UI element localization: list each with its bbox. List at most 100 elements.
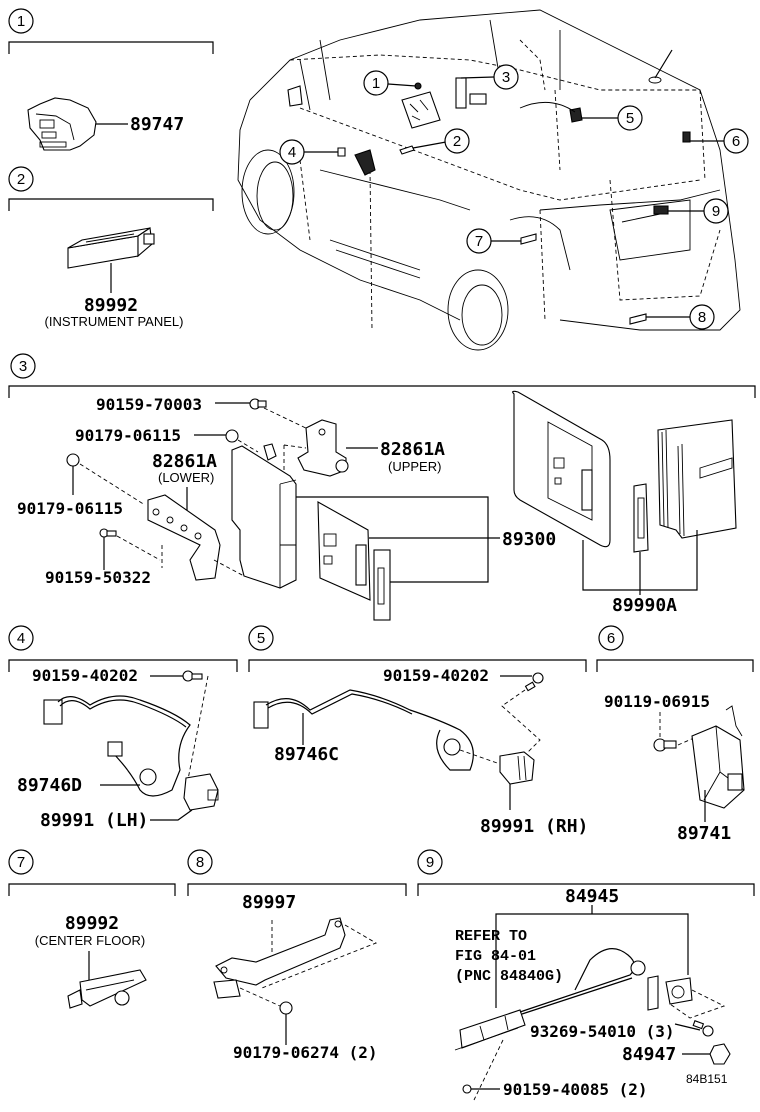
part-number-89992[interactable]: 89992: [84, 295, 138, 316]
section-4-marker: 4: [8, 625, 34, 651]
svg-text:2: 2: [453, 133, 461, 150]
part-number-90159-70003[interactable]: 90159-70003: [96, 395, 202, 414]
part-number-90179-06274[interactable]: 90179-06274 (2): [233, 1043, 378, 1062]
part-number-82861A-upper[interactable]: 82861A: [380, 439, 445, 460]
svg-text:8: 8: [698, 309, 706, 326]
svg-text:1: 1: [372, 75, 380, 92]
location-note: (CENTER FLOOR): [35, 933, 146, 948]
section-bracket: [8, 198, 214, 211]
bracket-lower-note: (LOWER): [158, 470, 214, 485]
svg-text:7: 7: [475, 233, 483, 250]
section-bracket: [8, 41, 214, 54]
part-number-89746C[interactable]: 89746C: [274, 744, 339, 765]
section-number: 2: [17, 171, 25, 188]
figure-id: 84B151: [686, 1072, 728, 1086]
part-number-89747[interactable]: 89747: [130, 114, 184, 135]
part-89992-illustration: [67, 227, 155, 269]
bolt-icon: [524, 672, 544, 692]
section-7-marker: 7: [8, 849, 34, 875]
section-bracket: [248, 659, 587, 672]
section-number: 6: [607, 630, 615, 647]
section-bracket: [8, 659, 238, 672]
nut-icon: [225, 429, 239, 443]
bolt-icon: [99, 528, 117, 538]
section-2: 2 89992 (INSTRUMENT PANEL): [8, 166, 214, 329]
part-number-90159-40085[interactable]: 90159-40085 (2): [503, 1080, 648, 1099]
part-number-90159-40202-5[interactable]: 90159-40202: [383, 666, 489, 685]
unit-89991-rh-illustration: [499, 751, 535, 785]
section-6-marker: 6: [598, 625, 624, 651]
section-bracket: [596, 659, 754, 672]
section-9-marker: 9: [417, 849, 443, 875]
section-bracket: [187, 883, 407, 896]
callout-1[interactable]: 1: [363, 70, 417, 96]
part-number-89990A[interactable]: 89990A: [612, 595, 677, 616]
section-5-marker: 5: [248, 625, 274, 651]
section-number: 3: [19, 358, 27, 375]
part-number-90179-06115-upper[interactable]: 90179-06115: [75, 426, 181, 445]
section-number: 8: [196, 854, 204, 871]
part-number-89991-lh[interactable]: 89991 (LH): [40, 810, 148, 831]
part-number-89997[interactable]: 89997: [242, 892, 296, 913]
harness-rh-illustration: [253, 689, 474, 771]
part-number-89741[interactable]: 89741: [677, 823, 731, 844]
part-number-90159-50322[interactable]: 90159-50322: [45, 568, 151, 587]
callout-3[interactable]: 3: [460, 64, 519, 90]
license-lamp-illustration: [454, 948, 693, 1051]
part-number-93269-54010[interactable]: 93269-54010 (3): [530, 1022, 675, 1041]
leader-line: [296, 496, 489, 583]
part-89992-floor-illustration: [67, 969, 147, 1009]
section-bracket: [8, 883, 176, 896]
callout-6[interactable]: 6: [690, 128, 749, 154]
nut-icon: [279, 1001, 293, 1015]
part-number-90119-06915[interactable]: 90119-06915: [604, 692, 710, 711]
bracket-upper-note: (UPPER): [388, 459, 441, 474]
nut-icon: [66, 453, 80, 467]
section-number: 4: [17, 630, 25, 647]
bracket-lower-illustration: [147, 494, 221, 581]
part-89747-illustration: [27, 97, 97, 151]
svg-text:5: 5: [626, 110, 634, 127]
part-number-90159-40202[interactable]: 90159-40202: [32, 666, 138, 685]
part-number-89992-floor[interactable]: 89992: [65, 913, 119, 934]
section-3: 3 90159-70003 90179-06115 82861A (UPPER)…: [8, 353, 756, 621]
vehicle-overview: 1 2 3 4 5 6 7: [237, 9, 749, 351]
refer-note-line3[interactable]: (PNC 84840G): [455, 968, 563, 985]
section-number: 5: [257, 630, 265, 647]
section-1: 1 89747: [8, 8, 214, 151]
part-number-89300[interactable]: 89300: [502, 529, 556, 550]
callout-7[interactable]: 7: [466, 228, 521, 254]
section-6: 6 90119-06915 89741: [596, 625, 754, 844]
part-number-82861A-lower[interactable]: 82861A: [152, 451, 217, 472]
section-number: 7: [17, 854, 25, 871]
svg-text:3: 3: [502, 69, 510, 86]
bolt-icon: [182, 670, 203, 682]
callout-9[interactable]: 9: [668, 198, 729, 224]
section-3-marker: 3: [10, 353, 36, 379]
bracket-upper-illustration: [297, 419, 349, 477]
part-number-90179-06115-lower[interactable]: 90179-06115: [17, 499, 123, 518]
bolt-icon: [653, 738, 677, 752]
svg-text:4: 4: [288, 144, 296, 161]
leader-line: [150, 809, 193, 821]
callout-5[interactable]: 5: [582, 105, 643, 131]
callout-4[interactable]: 4: [279, 139, 338, 165]
part-number-89991-rh[interactable]: 89991 (RH): [480, 816, 588, 837]
callout-2[interactable]: 2: [412, 128, 470, 154]
refer-note-line1: REFER TO: [455, 928, 527, 945]
leader-line: [674, 1023, 701, 1031]
key-board-illustration: [317, 501, 391, 621]
unit-89991-lh-illustration: [183, 773, 219, 811]
section-5: 5 90159-40202 89746C 89991 (RH): [248, 625, 588, 837]
section-number: 9: [426, 854, 434, 871]
section-4: 4 90159-40202 89746D 89991 (LH): [8, 625, 238, 831]
part-number-84945[interactable]: 84945: [565, 886, 619, 907]
section-2-marker: 2: [8, 166, 34, 192]
callout-8[interactable]: 8: [646, 304, 715, 330]
computer-illustration: [231, 443, 297, 589]
section-8: 8 89997 90179-06274 (2): [187, 849, 407, 1062]
part-number-84947[interactable]: 84947: [622, 1044, 676, 1065]
location-note: (INSTRUMENT PANEL): [45, 314, 184, 329]
part-number-89746D[interactable]: 89746D: [17, 775, 82, 796]
